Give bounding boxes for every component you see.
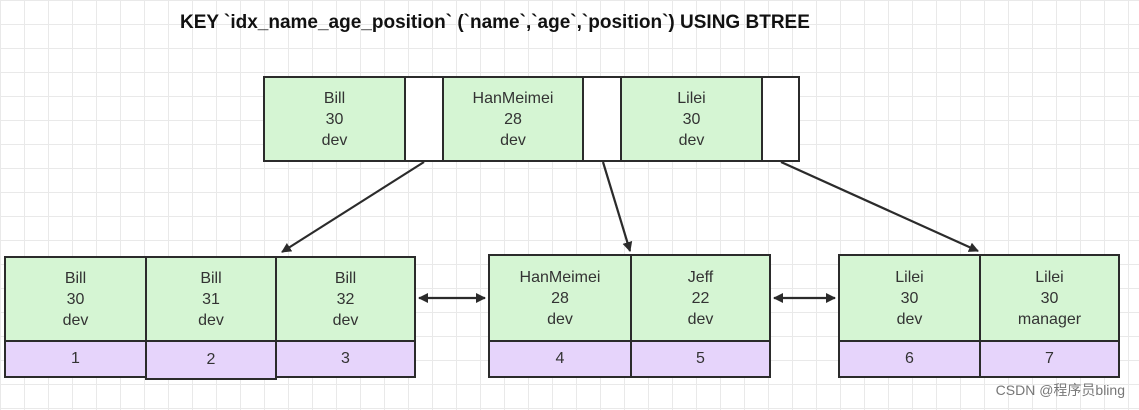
key-position: dev xyxy=(687,310,714,328)
key-age: 30 xyxy=(682,110,701,128)
root-key-hanmeimei: HanMeimei 28 dev xyxy=(442,76,584,162)
root-key-bill: Bill 30 dev xyxy=(263,76,406,162)
key-name: HanMeimei xyxy=(472,89,554,107)
child-pointer-arrow xyxy=(780,160,979,253)
key-age: 28 xyxy=(551,289,569,307)
key-age: 28 xyxy=(504,110,522,128)
key-position: dev xyxy=(896,310,923,328)
leaf-key: Bill 32 dev xyxy=(275,256,416,342)
key-position: dev xyxy=(678,131,705,149)
root-pointer-slot xyxy=(761,76,800,162)
key-position: dev xyxy=(198,311,224,329)
key-age: 30 xyxy=(900,289,919,307)
row-id: 2 xyxy=(145,340,277,380)
leaf-key: Jeff 22 dev xyxy=(630,254,771,342)
key-age: 30 xyxy=(1040,289,1059,307)
key-name: Lilei xyxy=(677,89,706,107)
child-pointer-arrow xyxy=(281,161,425,253)
key-name: Bill xyxy=(334,269,357,287)
key-name: Bill xyxy=(323,89,346,107)
root-pointer-slot xyxy=(404,76,444,162)
key-position: dev xyxy=(62,311,89,329)
row-id: 4 xyxy=(488,340,632,378)
row-id: 5 xyxy=(630,340,771,378)
row-id: 7 xyxy=(979,340,1120,378)
watermark: CSDN @程序员bling xyxy=(995,382,1125,398)
key-age: 22 xyxy=(691,289,710,307)
root-key-lilei: Lilei 30 dev xyxy=(620,76,763,162)
leaf-key: Lilei 30 dev xyxy=(838,254,981,342)
leaf-key: HanMeimei 28 dev xyxy=(488,254,632,342)
key-position: dev xyxy=(321,131,348,149)
root-pointer-slot xyxy=(582,76,622,162)
key-age: 30 xyxy=(325,110,344,128)
key-age: 31 xyxy=(202,290,220,308)
key-position: dev xyxy=(332,311,359,329)
row-id: 6 xyxy=(838,340,981,378)
key-name: Lilei xyxy=(895,268,924,286)
key-age: 32 xyxy=(336,290,355,308)
child-pointer-arrow xyxy=(601,161,633,252)
leaf-key: Lilei 30 manager xyxy=(979,254,1120,342)
key-position: dev xyxy=(547,310,573,328)
key-age: 30 xyxy=(66,290,85,308)
key-name: HanMeimei xyxy=(519,268,601,286)
key-name: Bill xyxy=(200,269,222,287)
key-name: Bill xyxy=(64,269,87,287)
key-position: manager xyxy=(1017,310,1082,328)
row-id: 1 xyxy=(4,340,147,378)
leaf-key: Bill 30 dev xyxy=(4,256,147,342)
key-name: Lilei xyxy=(1035,268,1064,286)
key-name: Jeff xyxy=(687,268,714,286)
row-id: 3 xyxy=(275,340,416,378)
leaf-key: Bill 31 dev xyxy=(145,256,277,342)
key-position: dev xyxy=(500,131,526,149)
index-definition-title: KEY `idx_name_age_position` (`name`,`age… xyxy=(180,12,810,33)
